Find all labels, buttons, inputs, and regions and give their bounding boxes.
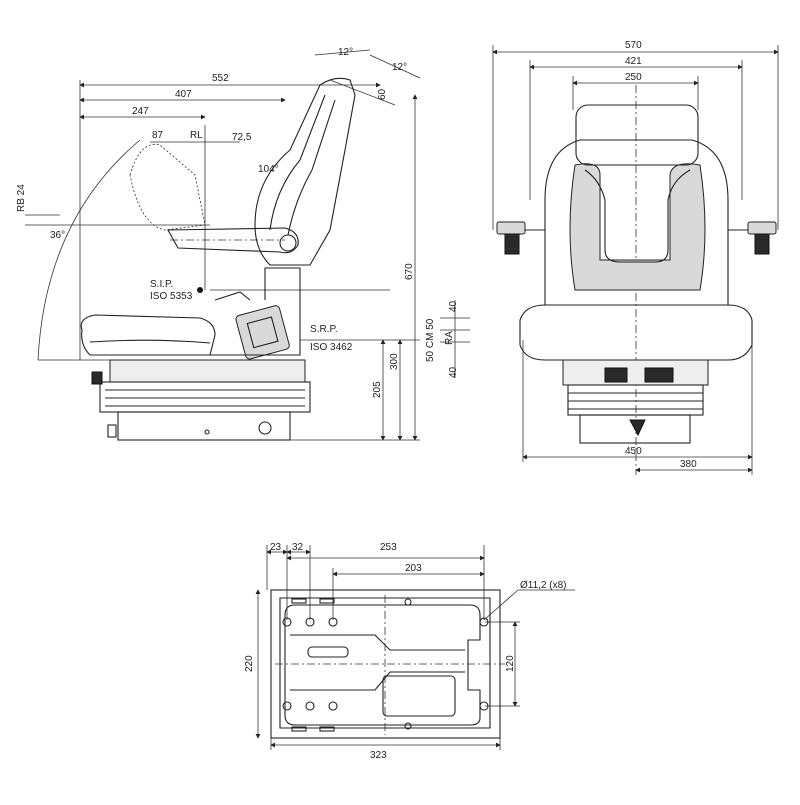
dim-250: 250 xyxy=(625,72,642,83)
label-holes: Ø11,2 (x8) xyxy=(520,580,567,591)
label-srp: S.R.P. xyxy=(310,324,338,335)
dim-50-cm-50: 50 CM 50 xyxy=(425,318,436,362)
dim-380: 380 xyxy=(680,459,697,470)
dim-40-bottom: 40 xyxy=(448,366,459,378)
label-sip: S.I.P. xyxy=(150,279,173,290)
dim-570: 570 xyxy=(625,40,642,51)
dim-23: 23 xyxy=(270,542,282,553)
dim-247: 247 xyxy=(132,106,149,117)
seat-side-body xyxy=(80,77,356,441)
dim-120: 120 xyxy=(505,655,516,672)
dim-323: 323 xyxy=(370,750,387,761)
dim-angle-top: 12° xyxy=(338,47,353,58)
label-iso5353: ISO 5353 xyxy=(150,291,193,302)
dim-203: 203 xyxy=(405,563,422,574)
mounting-holes xyxy=(282,598,489,732)
side-view: 12° 12° 552 407 247 87 RL 72,5 60 104° R… xyxy=(16,47,470,441)
dim-angle-36: 36° xyxy=(50,230,65,241)
dim-670: 670 xyxy=(404,263,415,280)
dim-angle-top-2: 12° xyxy=(392,62,407,73)
dim-253: 253 xyxy=(380,542,397,553)
dim-300: 300 xyxy=(389,353,400,370)
dim-72-5: 72,5 xyxy=(232,132,252,143)
side-view-dimensions xyxy=(25,49,470,441)
dim-407: 407 xyxy=(175,89,192,100)
label-rb24: RB 24 xyxy=(16,184,27,212)
label-rl: RL xyxy=(190,130,203,141)
dim-32: 32 xyxy=(292,542,304,553)
dim-450: 450 xyxy=(625,446,642,457)
base-plate-view: 23 32 253 203 Ø11,2 (x8) 220 120 323 xyxy=(244,542,575,761)
dim-40-top: 40 xyxy=(448,300,459,312)
dim-60: 60 xyxy=(377,88,388,100)
dim-87: 87 xyxy=(152,130,164,141)
dim-421: 421 xyxy=(625,56,642,67)
dim-552: 552 xyxy=(212,73,229,84)
dim-220: 220 xyxy=(244,655,255,672)
dim-205: 205 xyxy=(372,381,383,398)
front-view: 570 421 250 450 380 xyxy=(492,40,779,475)
label-ra: RA xyxy=(444,331,455,345)
dim-angle-104: 104° xyxy=(258,164,279,175)
label-iso3462: ISO 3462 xyxy=(310,342,353,353)
base-plate-dimensions xyxy=(255,545,575,750)
